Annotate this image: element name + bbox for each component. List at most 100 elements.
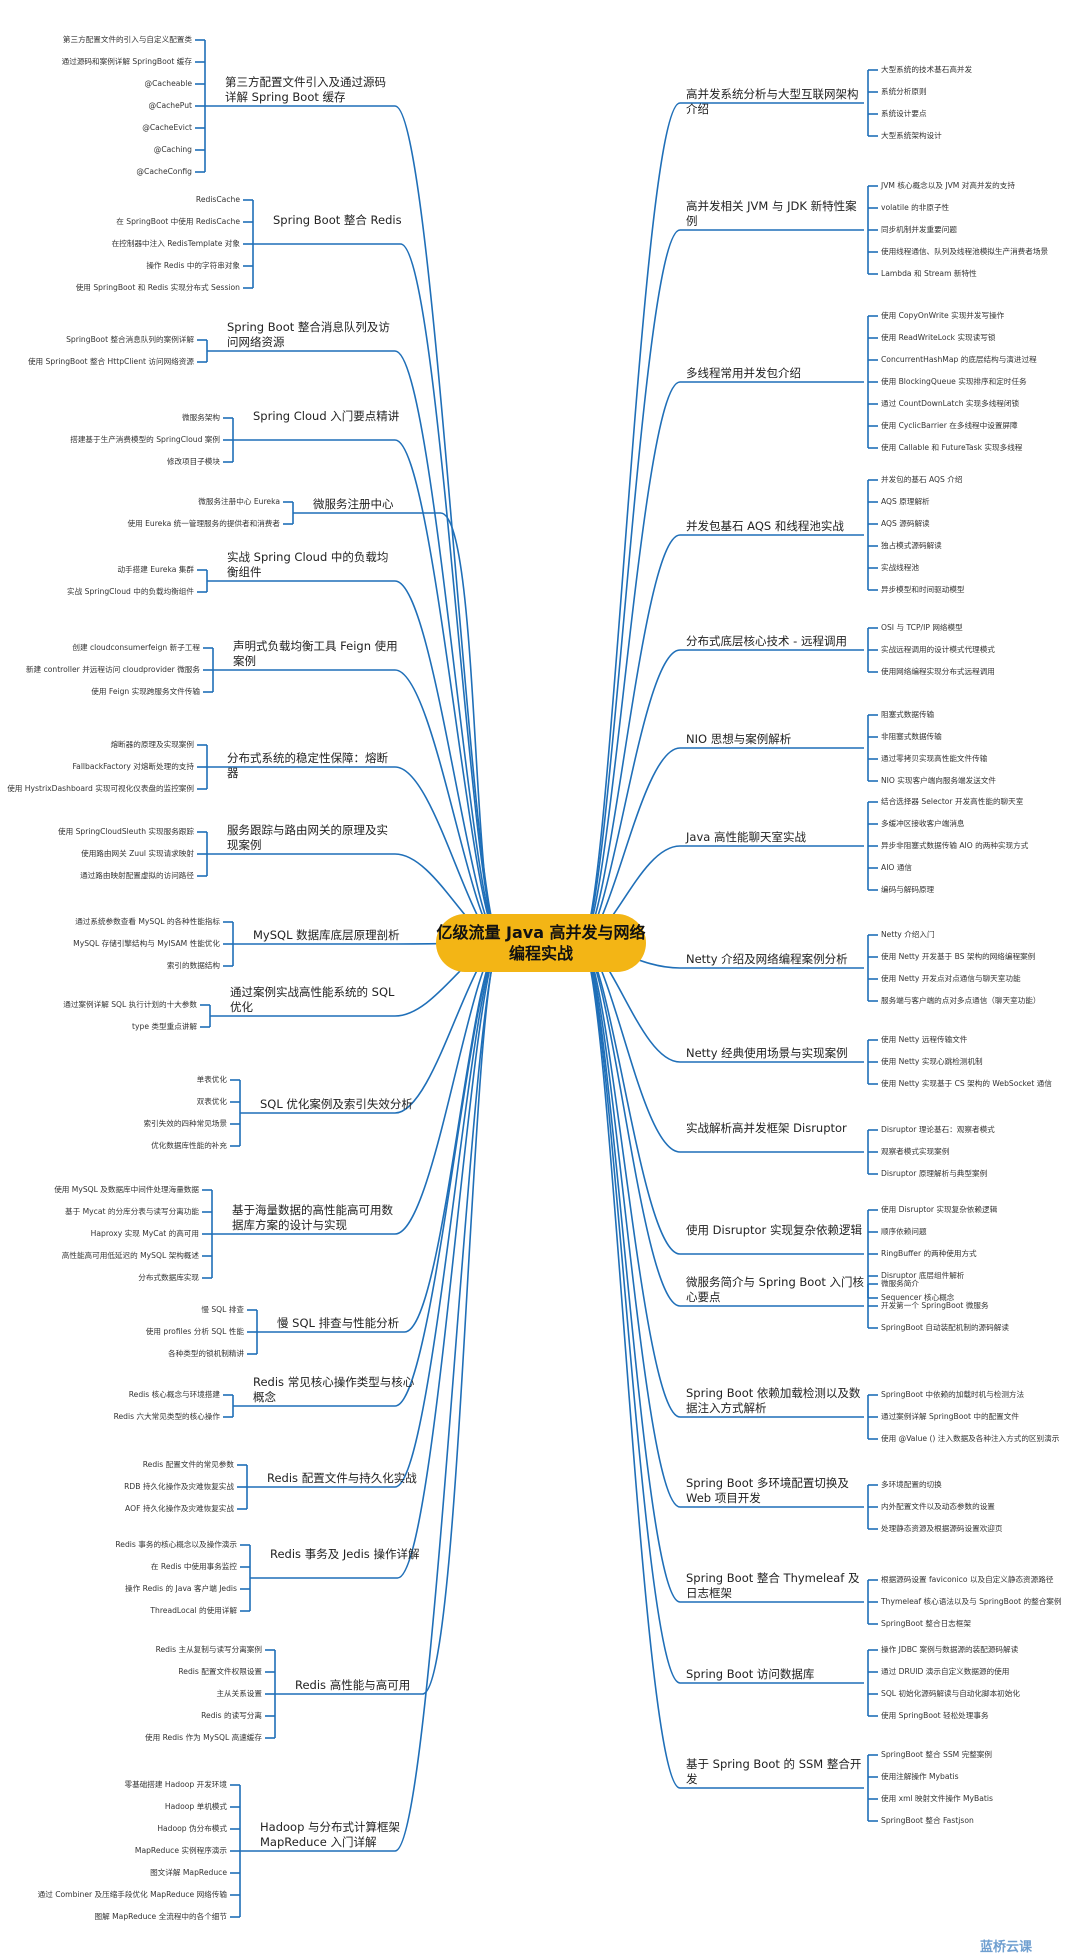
right-branch-title-4: 分布式底层核心技术 - 远程调用 bbox=[686, 634, 847, 648]
left-branch-title-17: Redis 高性能与高可用 bbox=[295, 1678, 411, 1692]
right-branch-title-16: 基于 Spring Boot 的 SSM 整合开发 bbox=[686, 1757, 862, 1786]
left-leaf: AOF 持久化操作及灾难恢复实战 bbox=[125, 1504, 234, 1513]
left-leaf: 使用 Eureka 统一管理服务的提供者和消费者 bbox=[127, 519, 280, 528]
left-leaf: 主从关系设置 bbox=[216, 1689, 262, 1698]
left-branch-title-7: 分布式系统的稳定性保障：熔断器 bbox=[227, 751, 388, 780]
right-leaf: 编码与解码原理 bbox=[881, 885, 935, 894]
left-leaf: 实战 SpringCloud 中的负载均衡组件 bbox=[67, 587, 194, 596]
left-leaf: Redis 六大常见类型的核心操作 bbox=[113, 1412, 220, 1421]
left-leaf: Redis 配置文件权限设置 bbox=[178, 1667, 262, 1676]
right-branch-title-5: NIO 思想与案例解析 bbox=[686, 732, 792, 746]
right-leaf: 使用 Callable 和 FutureTask 实现多线程 bbox=[881, 443, 1023, 452]
right-leaf: 通过零拷贝实现高性能文件传输 bbox=[881, 754, 988, 763]
right-branch-title-2: 多线程常用并发包介绍 bbox=[686, 366, 801, 380]
left-leaf: 熔断器的原理及实现案例 bbox=[110, 740, 194, 749]
left-leaf: 图解 MapReduce 全流程中的各个细节 bbox=[94, 1912, 227, 1921]
right-leaf: 大型系统的技术基石高并发 bbox=[881, 65, 973, 74]
right-leaf: Disruptor 原理解析与典型案例 bbox=[881, 1169, 988, 1178]
right-leaf: ConcurrentHashMap 的底层结构与演进过程 bbox=[881, 355, 1037, 364]
right-leaf: SpringBoot 中依赖的加载时机与检测方法 bbox=[881, 1390, 1025, 1399]
left-leaf: @Cacheable bbox=[144, 79, 192, 88]
right-leaf: 非阻塞式数据传输 bbox=[881, 732, 942, 741]
right-leaf: 结合选择器 Selector 开发高性能的聊天室 bbox=[881, 797, 1024, 806]
left-leaf: 在 Redis 中使用事务监控 bbox=[150, 1562, 237, 1571]
right-branch-title-10: 使用 Disruptor 实现复杂依赖逻辑 bbox=[686, 1223, 862, 1237]
right-leaf: SpringBoot 整合 SSM 完整案例 bbox=[881, 1750, 992, 1759]
right-leaf: OSI 与 TCP/IP 网络模型 bbox=[881, 623, 963, 632]
right-leaf: 使用 Netty 远程传输文件 bbox=[881, 1035, 968, 1044]
left-leaf: 优化数据库性能的补充 bbox=[151, 1141, 227, 1150]
left-leaf: Redis 主从复制与读写分离案例 bbox=[155, 1645, 262, 1654]
right-leaf: 实战线程池 bbox=[881, 563, 919, 572]
right-leaf: 使用 @Value () 注入数据及各种注入方式的区别演示 bbox=[881, 1434, 1060, 1443]
right-branch-title-1: 高并发相关 JVM 与 JDK 新特性案例 bbox=[686, 199, 857, 228]
right-branch-title-6: Java 高性能聊天室实战 bbox=[686, 830, 806, 844]
left-leaf: 各种类型的锁机制精讲 bbox=[168, 1349, 244, 1358]
left-branch-title-1: Spring Boot 整合 Redis bbox=[273, 213, 402, 227]
left-leaf: 索引失效的四种常见场景 bbox=[143, 1119, 227, 1128]
right-leaf: 使用网络编程实现分布式远程调用 bbox=[881, 667, 995, 676]
left-branch-title-2: Spring Boot 整合消息队列及访问网络资源 bbox=[227, 320, 390, 349]
left-leaf: @CacheEvict bbox=[142, 123, 192, 132]
left-leaf: 双表优化 bbox=[196, 1097, 227, 1106]
left-leaf: Redis 事务的核心概念以及操作演示 bbox=[115, 1540, 237, 1549]
watermark-logo: 蓝桥云课 bbox=[980, 1936, 1032, 1955]
right-branch-title-9: 实战解析高并发框架 Disruptor bbox=[686, 1121, 847, 1135]
left-branch-title-4: 微服务注册中心 bbox=[313, 497, 394, 511]
left-leaf: 修改项目子模块 bbox=[166, 457, 220, 466]
left-branch-title-15: Redis 配置文件与持久化实战 bbox=[267, 1471, 417, 1485]
right-leaf: Disruptor 底层组件解析 bbox=[881, 1271, 965, 1280]
right-leaf: 使用 Netty 实现心跳检测机制 bbox=[881, 1057, 983, 1066]
left-branch-title-3: Spring Cloud 入门要点精讲 bbox=[253, 409, 400, 423]
right-leaf: AQS 原理解析 bbox=[881, 497, 930, 506]
left-branch-title-16: Redis 事务及 Jedis 操作详解 bbox=[270, 1547, 420, 1561]
left-leaf: 微服务架构 bbox=[182, 413, 220, 422]
left-leaf: 搭建基于生产消费模型的 SpringCloud 案例 bbox=[70, 435, 220, 444]
left-leaf: 使用 HystrixDashboard 实现可视化仪表盘的监控案例 bbox=[7, 784, 194, 793]
right-leaf: 使用 ReadWriteLock 实现读写锁 bbox=[881, 333, 996, 342]
right-leaf: SQL 初始化源码解读与自动化脚本初始化 bbox=[881, 1689, 1020, 1698]
right-branch-title-7: Netty 介绍及网络编程案例分析 bbox=[686, 952, 848, 966]
right-leaf: Lambda 和 Stream 新特性 bbox=[881, 269, 977, 278]
right-leaf: 实战远程调用的设计模式代理模式 bbox=[881, 645, 995, 654]
left-leaf: 慢 SQL 排查 bbox=[201, 1305, 244, 1314]
right-leaf: 通过 DRUID 演示自定义数据源的使用 bbox=[881, 1667, 1010, 1676]
left-leaf: 通过 Combiner 及压缩手段优化 MapReduce 网络传输 bbox=[37, 1890, 227, 1899]
left-leaf: 通过源码和案例详解 SpringBoot 缓存 bbox=[61, 57, 192, 66]
right-leaf: Disruptor 理论基石：观察者模式 bbox=[881, 1125, 995, 1134]
right-leaf: 通过案例详解 SpringBoot 中的配置文件 bbox=[881, 1412, 1019, 1421]
left-leaf: 使用 Redis 作为 MySQL 高速缓存 bbox=[145, 1733, 262, 1742]
right-leaf: Thymeleaf 核心语法以及与 SpringBoot 的整合案例 bbox=[881, 1597, 1062, 1606]
right-leaf: RingBuffer 的两种使用方式 bbox=[881, 1249, 977, 1258]
left-leaf: @Caching bbox=[153, 145, 192, 154]
right-leaf: 阻塞式数据传输 bbox=[881, 710, 935, 719]
right-leaf: 多环境配置的切换 bbox=[881, 1480, 942, 1489]
right-branch-title-8: Netty 经典使用场景与实现案例 bbox=[686, 1046, 848, 1060]
right-branch-title-0: 高并发系统分析与大型互联网架构介绍 bbox=[686, 87, 859, 116]
right-leaf: 处理静态资源及根据源码设置欢迎页 bbox=[881, 1524, 1003, 1533]
left-leaf: 第三方配置文件的引入与自定义配置类 bbox=[62, 35, 192, 44]
right-leaf: 系统分析原则 bbox=[881, 87, 927, 96]
right-leaf: 系统设计要点 bbox=[881, 109, 927, 118]
right-leaf: 开发第一个 SpringBoot 微服务 bbox=[881, 1301, 989, 1310]
left-leaf: 使用 profiles 分析 SQL 性能 bbox=[145, 1327, 244, 1336]
right-branch-title-15: Spring Boot 访问数据库 bbox=[686, 1667, 815, 1681]
right-leaf: 使用注解操作 Mybatis bbox=[881, 1772, 959, 1781]
right-leaf: 观察者模式实现案例 bbox=[881, 1147, 950, 1156]
left-leaf: 使用 SpringBoot 和 Redis 实现分布式 Session bbox=[75, 283, 240, 292]
left-branch-title-8: 服务跟踪与路由网关的原理及实现案例 bbox=[227, 823, 388, 852]
right-leaf: 使用 Netty 开发点对点通信与聊天室功能 bbox=[881, 974, 1021, 983]
left-leaf: 动手搭建 Eureka 集群 bbox=[117, 565, 194, 574]
right-leaf: 使用 CyclicBarrier 在多线程中设置屏障 bbox=[881, 421, 1018, 430]
left-branch-title-18: Hadoop 与分布式计算框架 MapReduce 入门详解 bbox=[260, 1820, 401, 1849]
left-leaf: 通过路由映射配置虚拟的访问路径 bbox=[80, 871, 194, 880]
left-leaf: 在 SpringBoot 中使用 RedisCache bbox=[116, 217, 240, 226]
left-leaf: Redis 核心概念与环境搭建 bbox=[128, 1390, 220, 1399]
left-leaf: 索引的数据结构 bbox=[166, 961, 220, 970]
left-leaf: 在控制器中注入 RedisTemplate 对象 bbox=[111, 239, 240, 248]
right-leaf: 并发包的基石 AQS 介绍 bbox=[881, 475, 963, 484]
left-leaf: Hadoop 单机模式 bbox=[164, 1802, 227, 1811]
left-branch-title-14: Redis 常见核心操作类型与核心概念 bbox=[253, 1375, 415, 1404]
right-branch-title-12: Spring Boot 依赖加载检测以及数据注入方式解析 bbox=[686, 1386, 861, 1415]
left-leaf: MySQL 存储引擎结构与 MyISAM 性能优化 bbox=[73, 939, 220, 948]
